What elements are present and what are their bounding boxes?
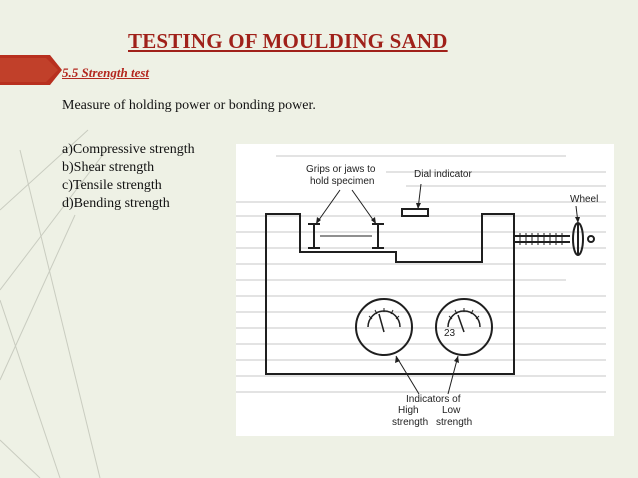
description-text: Measure of holding power or bonding powe… [62, 98, 316, 113]
scan-texture [236, 155, 606, 393]
high-label: High [398, 405, 419, 416]
machine-diagram [236, 155, 606, 395]
slide-title: TESTING OF MOULDING SAND [128, 29, 448, 53]
deco-line [0, 147, 109, 291]
deco-line [0, 214, 76, 381]
deco-line [19, 149, 101, 478]
accent-tab-inner [0, 58, 58, 82]
high-strength-dial-icon [355, 298, 413, 356]
dial-indicator-block [401, 208, 429, 217]
grips-label-line2: hold specimen [310, 176, 375, 187]
list-item: b)Shear strength [62, 160, 155, 175]
dial-needle [378, 313, 385, 333]
frame-outline [265, 213, 515, 375]
list-item: c)Tensile strength [62, 178, 162, 193]
dial-scale-label: 23 [444, 328, 456, 339]
deco-line [0, 439, 41, 478]
dial-needle [457, 314, 465, 333]
list-item: a)Compressive strength [62, 142, 195, 157]
low-strength-label: strength [436, 417, 473, 428]
indicators-of-label: Indicators of [406, 394, 461, 405]
arrowheads [316, 203, 580, 363]
deco-line [0, 299, 61, 478]
low-label: Low [442, 405, 461, 416]
list-item: d)Bending strength [62, 196, 170, 211]
section-heading: 5.5 Strength test [62, 65, 150, 80]
machine-body [265, 208, 595, 375]
high-strength-label: strength [392, 417, 429, 428]
strength-test-machine-figure: Grips or jaws to hold specimen Dial indi… [236, 144, 614, 436]
dial-indicator-label: Dial indicator [414, 169, 472, 180]
low-strength-dial-icon [435, 298, 493, 356]
strength-list: a)Compressive strength b)Shear strength … [62, 141, 195, 213]
grips-label: Grips or jaws to [306, 164, 376, 175]
wheel-label: Wheel [570, 194, 599, 205]
deco-line [0, 129, 89, 211]
